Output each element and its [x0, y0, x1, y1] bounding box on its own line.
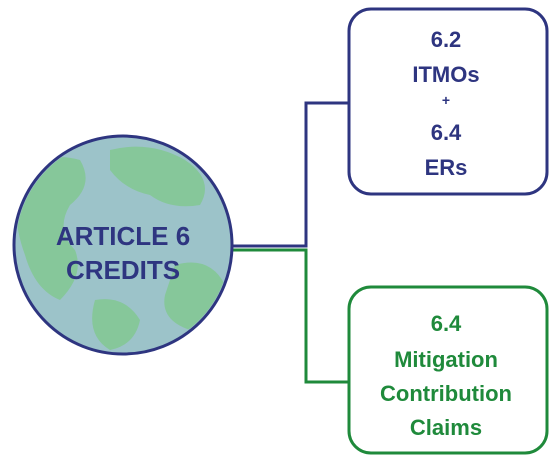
globe: ARTICLE 6 CREDITS	[12, 134, 234, 356]
bottom-box-line-3: Contribution	[380, 381, 512, 406]
globe-label-line-1: ARTICLE 6	[56, 221, 190, 251]
top-box-line-4: 6.4	[431, 120, 462, 145]
top-box-line-2: ITMOs	[412, 62, 479, 87]
top-box-line-5: ERs	[425, 155, 468, 180]
globe-label-line-2: CREDITS	[66, 255, 180, 285]
globe-land	[16, 143, 225, 350]
connector-top	[232, 101, 349, 248]
bottom-box: 6.4 Mitigation Contribution Claims	[347, 285, 549, 455]
top-box-line-1: 6.2	[431, 27, 462, 52]
top-box-frame	[347, 7, 549, 196]
top-box: 6.2 ITMOs + 6.4 ERs	[347, 7, 549, 196]
top-box-line-3: +	[442, 92, 450, 108]
connector-bottom	[232, 248, 349, 384]
bottom-box-line-1: 6.4	[431, 311, 462, 336]
bottom-box-frame	[347, 285, 549, 455]
bottom-box-line-4: Claims	[410, 415, 482, 440]
bottom-box-line-2: Mitigation	[394, 347, 498, 372]
connectors	[232, 101, 349, 384]
